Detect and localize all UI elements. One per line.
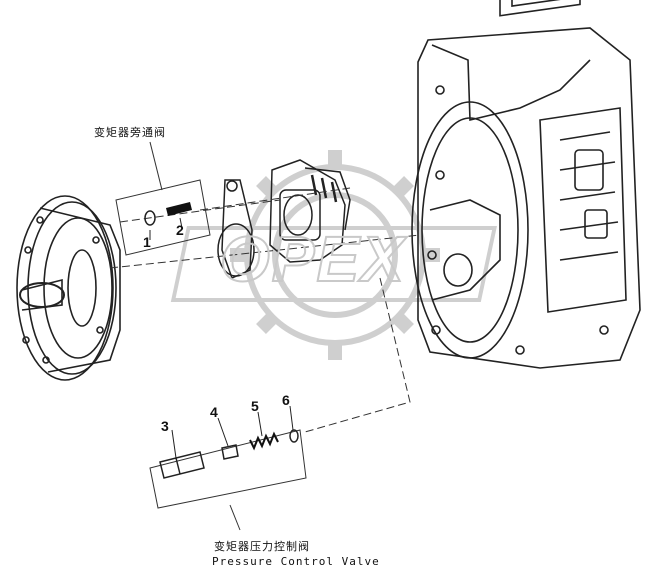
- part-5-spring: [249, 431, 279, 451]
- valve-body-housing: [217, 159, 351, 280]
- part-number-4: 4: [210, 404, 218, 420]
- transmission-housing: [411, 0, 641, 369]
- pressure-valve-box: [149, 429, 307, 531]
- part-4-plug: [221, 444, 239, 460]
- watermark-frame: [170, 226, 497, 302]
- watermark-logo: OPEX: [219, 222, 406, 296]
- part-3-valve-spool: [159, 451, 205, 479]
- part-number-3: 3: [161, 418, 169, 434]
- part-number-leaders: [149, 217, 294, 459]
- part-1-o-ring: [144, 210, 156, 226]
- part-2-spring: [166, 202, 192, 216]
- part-number-1: 1: [143, 234, 151, 250]
- pump-cover-flange: [16, 195, 121, 381]
- part-number-2: 2: [176, 222, 184, 238]
- bypass-valve-box: [115, 141, 211, 256]
- part-number-6: 6: [282, 392, 290, 408]
- part-number-5: 5: [251, 398, 259, 414]
- pressure-valve-label-en: Pressure Control Valve: [212, 555, 380, 568]
- bypass-valve-label-cn: 变矩器旁通阀: [94, 126, 166, 139]
- pressure-valve-label-cn: 变矩器压力控制阀: [214, 540, 310, 553]
- part-6-ring: [289, 429, 299, 443]
- leader-lines: [109, 187, 421, 433]
